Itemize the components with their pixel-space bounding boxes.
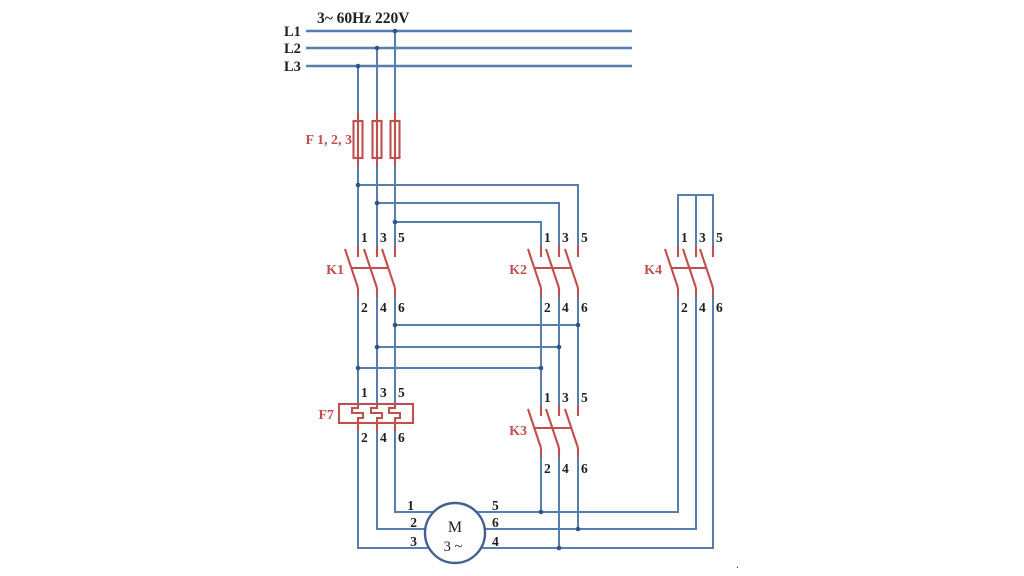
terminal-number: 6 [581,461,588,476]
terminal-number: 1 [361,385,368,400]
terminal-number: 3 [380,385,387,400]
wire-motor5-to-k4 [462,297,679,513]
contactor-k2: K2 1 3 5 2 4 6 [509,230,588,315]
stray-period: . [736,557,739,571]
motor-body [423,501,487,565]
junction-dot [392,322,398,328]
terminal-number: 2 [681,300,688,315]
f7-label: F7 [318,408,334,423]
junction-dot [374,45,380,51]
terminal-number: 5 [716,230,723,245]
motor-phase-label: 3 ~ [444,539,463,555]
overload-element [369,404,384,423]
motor-wires [357,297,714,549]
supply-tap-wires [357,31,396,114]
terminal-number: 1 [361,230,368,245]
terminal-number: 6 [398,430,405,445]
wire-motor6-to-k4 [462,297,697,530]
terminal-number: 5 [398,385,405,400]
terminal-number: 4 [562,300,569,315]
fuse-f123: F 1, 2, 3 [305,113,401,167]
terminal-number: 3 [380,230,387,245]
junction-dot [575,322,581,328]
terminal-number: 4 [562,461,569,476]
wire-junction-dots [355,28,581,551]
junction-dot [392,28,398,34]
branch-to-k2-pole1 [395,221,542,246]
junction-dot [355,182,361,188]
terminal-number: 4 [699,300,706,315]
terminal-number: 5 [581,390,588,405]
motor-label: M [448,519,462,536]
fuse-label: F 1, 2, 3 [305,133,352,148]
wire-f7-to-motor1 [394,431,448,513]
fuse-body [352,119,364,160]
junction-dot [538,365,544,371]
phase-label-l3: L3 [284,59,301,75]
terminal-number: 3 [562,230,569,245]
phase-label-l2: L2 [284,41,301,57]
terminal-number: 2 [544,300,551,315]
motor-terminal-number: 1 [407,498,414,513]
junction-dot [355,63,361,69]
overload-relay-f7: F7 1 3 5 2 4 6 [318,385,415,445]
motor-terminal-number: 6 [492,515,499,530]
supply-rating-title: 3~ 60Hz 220V [317,10,410,27]
junction-dot [374,200,380,206]
junction-dot [556,545,562,551]
overload-element [387,404,402,423]
terminal-number: 5 [581,230,588,245]
k2-label: K2 [509,263,527,278]
terminal-number: 2 [544,461,551,476]
terminal-number: 6 [716,300,723,315]
junction-dot [556,344,562,350]
branch-wires-top [357,166,579,246]
wire-motor4-to-k4 [462,297,714,549]
motor-terminal-number: 4 [492,534,499,549]
contactor-k3: K3 1 3 5 2 4 6 [509,390,588,476]
junction-dot [575,526,581,532]
terminal-number: 3 [699,230,706,245]
terminal-number: 2 [361,300,368,315]
terminal-number: 4 [380,430,387,445]
contactor-k4: K4 1 3 5 2 4 6 [644,230,723,315]
k1-label: K1 [326,263,344,278]
terminal-number: 5 [398,230,405,245]
wire-f7-to-motor3 [357,431,448,549]
fuse-body [371,119,383,160]
k3-label: K3 [509,424,527,439]
junction-dot [374,344,380,350]
motor-terminal-number: 5 [492,498,499,513]
junction-dot [538,509,544,515]
overload-element [350,404,365,423]
junction-dot [392,219,398,225]
phase-label-l1: L1 [284,24,301,40]
fuse-body [389,119,401,160]
motor-m: M 3 ~ 1 2 3 5 6 4 [407,498,499,565]
terminal-number: 4 [380,300,387,315]
k4-label: K4 [644,263,662,278]
branch-to-k2-pole2 [377,202,560,246]
branch-to-k2-pole3 [358,184,579,246]
motor-terminal-number: 3 [410,534,417,549]
terminal-number: 1 [544,230,551,245]
junction-dot [355,365,361,371]
contactor-k1: K1 1 3 5 2 4 6 [326,230,405,315]
terminal-number: 3 [562,390,569,405]
terminal-number: 1 [544,390,551,405]
terminal-number: 6 [581,300,588,315]
k4-bridge-wires [677,194,714,246]
terminal-number: 2 [361,430,368,445]
branch-wires-mid [357,297,579,407]
terminal-number: 6 [398,300,405,315]
terminal-number: 1 [681,230,688,245]
phase-lines: L1 L2 L3 3~ 60Hz 220V [284,10,632,75]
motor-terminal-number: 2 [410,515,417,530]
